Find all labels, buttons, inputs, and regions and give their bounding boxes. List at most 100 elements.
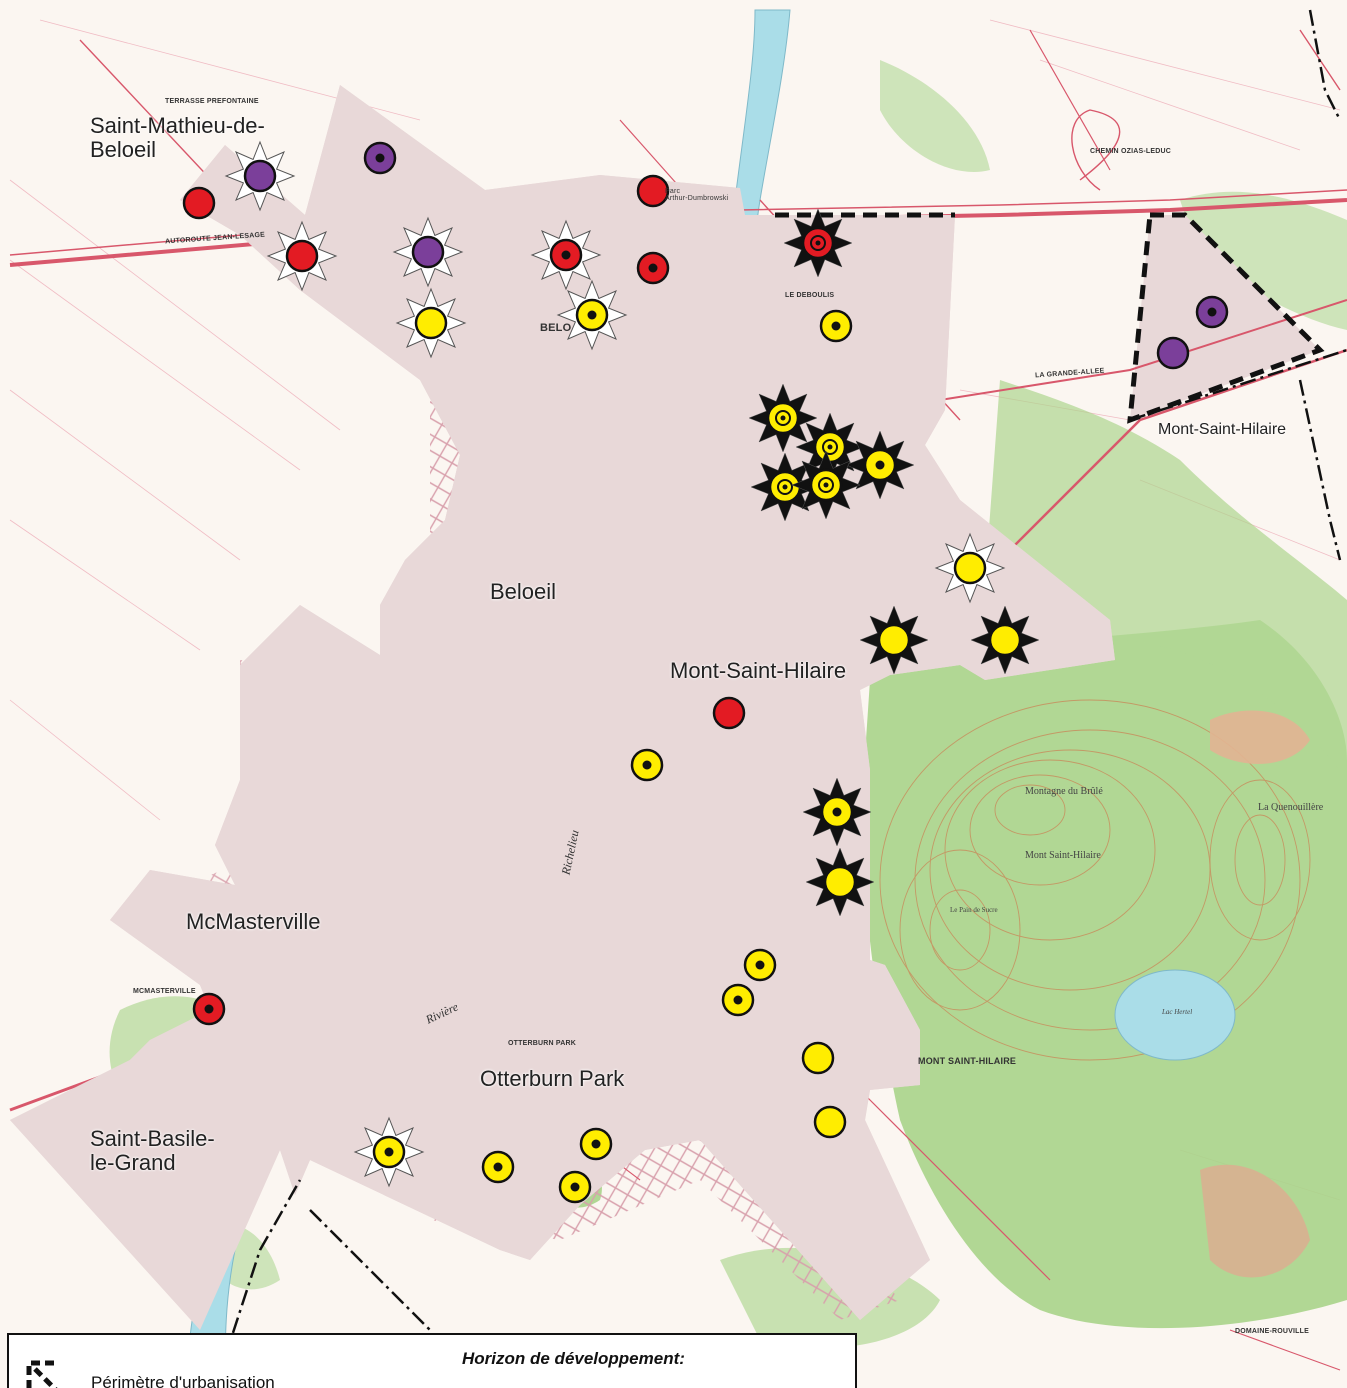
- development-marker-red[interactable]: [192, 992, 226, 1026]
- red-circle-icon: [712, 696, 746, 730]
- label-mont-saint-hilaire-east: Mont-Saint-Hilaire: [1158, 421, 1287, 438]
- center-ring-icon: [777, 479, 793, 495]
- development-markers: [182, 140, 1229, 1204]
- label-lac-hertel: Lac Hertel: [1162, 1008, 1193, 1016]
- yellow-circle-icon: [988, 623, 1022, 657]
- development-marker-yellow[interactable]: [970, 605, 1040, 675]
- label-otterburn-park: Otterburn Park: [480, 1066, 625, 1091]
- legend-perimeter-label: Périmètre d'urbanisation: [91, 1373, 275, 1388]
- label-montagne-du-brule: Montagne du Brûlé: [1025, 786, 1103, 797]
- center-dot-icon: [648, 263, 658, 273]
- development-marker-red[interactable]: [712, 696, 746, 730]
- yellow-circle-icon: [823, 865, 857, 899]
- purple-circle-icon: [1156, 336, 1190, 370]
- label-le-pain-de-sucre: Le Pain de Sucre: [950, 906, 998, 914]
- development-marker-yellow[interactable]: [353, 1116, 425, 1188]
- development-marker-red[interactable]: [636, 174, 670, 208]
- center-dot-icon: [570, 1182, 580, 1192]
- label-mcmasterville-small: MCMASTERVILLE: [133, 988, 196, 995]
- development-marker-purple[interactable]: [1195, 295, 1229, 329]
- center-dot-icon: [561, 250, 571, 260]
- label-mont-saint-hilaire-small: MONT SAINT-HILAIRE: [918, 1056, 1017, 1066]
- development-marker-yellow[interactable]: [395, 287, 467, 359]
- development-marker-yellow[interactable]: [819, 309, 853, 343]
- legend-title: Horizon de développement:: [462, 1349, 685, 1368]
- development-marker-yellow[interactable]: [630, 748, 664, 782]
- center-dot-icon: [875, 460, 885, 470]
- label-otterburn-park-small: OTTERBURN PARK: [508, 1040, 577, 1047]
- yellow-circle-icon: [813, 1105, 847, 1139]
- red-circle-icon: [285, 239, 319, 273]
- development-marker-purple[interactable]: [224, 140, 296, 212]
- center-dot-icon: [823, 482, 829, 488]
- center-dot-icon: [493, 1162, 503, 1172]
- yellow-circle-icon: [953, 551, 987, 585]
- label-domaine-rouville: DOMAINE-ROUVILLE: [1235, 1328, 1309, 1335]
- yellow-circle-icon: [801, 1041, 835, 1075]
- label-le-deboulis: LE DEBOULIS: [785, 292, 835, 299]
- development-marker-yellow[interactable]: [721, 983, 755, 1017]
- purple-circle-icon: [243, 159, 277, 193]
- development-marker-yellow[interactable]: [481, 1150, 515, 1184]
- yellow-circle-icon: [877, 623, 911, 657]
- development-marker-yellow[interactable]: [802, 777, 872, 847]
- center-ring-icon: [810, 235, 826, 251]
- label-mont-saint-hilaire-peak: Mont Saint-Hilaire: [1025, 850, 1101, 861]
- development-marker-yellow[interactable]: [750, 452, 820, 522]
- label-chemin-ozias-leduc: CHEMIN OZIAS-LEDUC: [1090, 148, 1171, 155]
- development-marker-yellow[interactable]: [805, 847, 875, 917]
- center-dot-icon: [780, 415, 786, 421]
- center-dot-icon: [831, 321, 841, 331]
- development-marker-red[interactable]: [636, 251, 670, 285]
- label-la-quenouillere: La Quenouillère: [1258, 802, 1324, 813]
- development-marker-yellow[interactable]: [934, 532, 1006, 604]
- development-marker-yellow[interactable]: [558, 1170, 592, 1204]
- urban-perimeter-boundary: [10, 85, 1325, 1330]
- contour-lines: [879, 699, 1311, 1061]
- center-dot-icon: [755, 960, 765, 970]
- development-marker-yellow[interactable]: [859, 605, 929, 675]
- center-dot-icon: [591, 1139, 601, 1149]
- label-saint-basile-le-grand: Saint-Basile- le-Grand: [90, 1126, 215, 1175]
- label-saint-mathieu-de-beloeil: Saint-Mathieu-de- Beloeil: [90, 113, 265, 162]
- development-marker-yellow[interactable]: [791, 450, 861, 520]
- label-terrasse-prefontaine: TERRASSE PREFONTAINE: [165, 98, 259, 105]
- development-marker-red[interactable]: [182, 186, 216, 220]
- development-marker-purple[interactable]: [392, 216, 464, 288]
- center-dot-icon: [827, 444, 833, 450]
- center-dot-icon: [733, 995, 743, 1005]
- development-marker-red[interactable]: [783, 208, 853, 278]
- development-marker-red[interactable]: [530, 219, 602, 291]
- center-dot-icon: [832, 807, 842, 817]
- center-ring-icon: [822, 439, 838, 455]
- center-dot-icon: [815, 240, 821, 246]
- development-marker-yellow[interactable]: [579, 1127, 613, 1161]
- label-belo: BELO: [540, 322, 572, 334]
- development-marker-yellow[interactable]: [845, 430, 915, 500]
- center-dot-icon: [375, 153, 385, 163]
- center-ring-icon: [775, 410, 791, 426]
- label-mcmasterville: McMasterville: [186, 909, 321, 934]
- development-marker-yellow[interactable]: [813, 1105, 847, 1139]
- red-circle-icon: [636, 174, 670, 208]
- yellow-circle-icon: [414, 306, 448, 340]
- center-ring-icon: [818, 477, 834, 493]
- center-dot-icon: [204, 1004, 214, 1014]
- legend: Horizon de développement: Périmètre d'ur…: [7, 1333, 857, 1388]
- development-marker-yellow[interactable]: [743, 948, 777, 982]
- development-marker-red[interactable]: [266, 220, 338, 292]
- center-dot-icon: [642, 760, 652, 770]
- label-mont-saint-hilaire-center: Mont-Saint-Hilaire: [670, 658, 847, 683]
- development-marker-yellow[interactable]: [801, 1041, 835, 1075]
- center-dot-icon: [384, 1147, 394, 1157]
- center-dot-icon: [1207, 307, 1217, 317]
- label-parc-arthur: Parc Arthur-Dumbrowski: [665, 188, 729, 202]
- development-marker-yellow[interactable]: [748, 383, 818, 453]
- development-marker-purple[interactable]: [1156, 336, 1190, 370]
- label-beloeil: Beloeil: [490, 579, 557, 604]
- development-marker-yellow[interactable]: [556, 279, 628, 351]
- red-circle-icon: [182, 186, 216, 220]
- development-marker-purple[interactable]: [363, 141, 397, 175]
